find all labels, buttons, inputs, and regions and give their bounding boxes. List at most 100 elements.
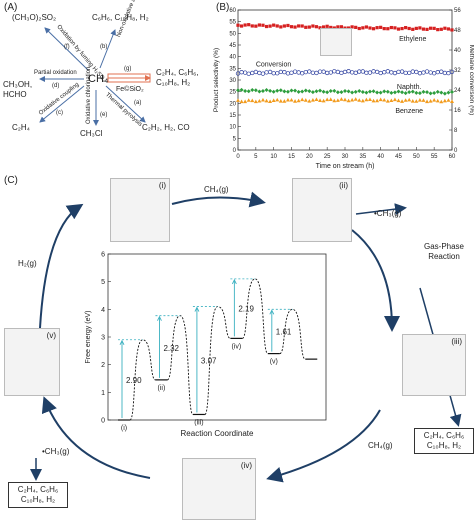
data-point (435, 69, 440, 75)
x-tick-label: 25 (324, 154, 331, 160)
data-point (446, 70, 451, 76)
route-a-letter: (a) (134, 100, 142, 106)
series-label: Conversion (256, 62, 292, 69)
product-line: C₁₀H₈, H₂ (426, 441, 462, 450)
data-point (432, 71, 437, 76)
data-point (264, 70, 269, 75)
data-point (271, 71, 276, 76)
y2-tick-label: 8 (454, 128, 458, 134)
data-point (396, 89, 401, 94)
data-point (364, 25, 368, 29)
energy-y-tick-label: 2 (101, 362, 105, 369)
route-c-letter: (c) (56, 110, 63, 116)
energy-y-tick-label: 0 (101, 418, 105, 425)
energy-y-tick-label: 4 (101, 307, 105, 314)
data-point (386, 27, 390, 31)
data-point (246, 71, 251, 76)
state-label: (ii) (158, 385, 166, 392)
data-point (410, 99, 415, 103)
data-point (286, 23, 290, 28)
data-point (279, 25, 283, 29)
data-point (435, 98, 440, 103)
transition-curve (279, 308, 306, 360)
data-point (325, 97, 330, 102)
barrier-arrowhead (231, 278, 237, 285)
data-point (275, 71, 280, 76)
data-point (367, 70, 373, 75)
y2-tick-label: 24 (454, 88, 461, 94)
data-point (239, 99, 244, 104)
ch4-bottom-label: CH₄(g) (368, 441, 393, 450)
data-point (346, 89, 351, 94)
data-point (385, 69, 390, 74)
data-point (396, 69, 401, 74)
data-point (285, 97, 290, 102)
data-point (311, 24, 315, 28)
data-point (257, 70, 262, 76)
series-conversion (235, 69, 455, 76)
data-point (346, 69, 351, 74)
data-point (414, 99, 419, 103)
y-tick-label: 15 (229, 113, 236, 119)
panel-c: (i) (ii) (iii) (iv) (v) CH₄(g) CH₄(g) H₂… (0, 178, 474, 520)
data-point (371, 69, 376, 74)
data-point (339, 90, 344, 95)
data-point (239, 24, 244, 28)
data-point (317, 69, 323, 74)
data-point (343, 88, 347, 93)
product-e: CH₃Cl (80, 129, 103, 138)
y2-tick-label: 40 (454, 48, 461, 54)
data-point (403, 91, 408, 96)
data-point (289, 25, 294, 29)
data-point (450, 99, 454, 103)
barrier-arrowhead (269, 309, 275, 315)
data-point (392, 70, 398, 76)
series-label: Benzene (395, 108, 423, 115)
data-point (282, 69, 287, 75)
data-point (339, 70, 344, 76)
data-point (360, 69, 365, 74)
y-tick-label: 25 (229, 90, 236, 96)
data-point (417, 71, 423, 76)
data-point (303, 98, 308, 102)
data-point (410, 69, 415, 74)
data-point (410, 89, 415, 94)
data-point (289, 70, 294, 75)
data-point (261, 23, 265, 27)
data-point (275, 24, 279, 28)
data-point (389, 25, 393, 30)
data-point (403, 98, 408, 102)
data-point (314, 25, 319, 29)
data-point (421, 70, 426, 75)
barrier-arrowhead (119, 339, 125, 345)
route-d-letter: (d) (52, 83, 60, 89)
data-point (417, 98, 422, 102)
data-point (328, 97, 333, 102)
data-point (243, 99, 248, 104)
data-point (310, 98, 315, 102)
data-point (300, 89, 305, 94)
x-tick-label: 5 (254, 154, 258, 160)
data-point (371, 27, 376, 31)
data-point (418, 26, 422, 30)
data-point (328, 70, 333, 75)
route-e-label: Oxidative chlorination (86, 66, 92, 124)
products-box-right: C₂H₄, C₆H₆ C₁₀H₈, H₂ (414, 428, 474, 454)
data-point (361, 26, 365, 30)
data-point (350, 25, 354, 29)
route-g-label: Fe©SiO₂ (116, 86, 144, 93)
data-point (346, 98, 351, 103)
y-tick-label: 55 (229, 20, 236, 26)
data-point (411, 27, 415, 31)
data-point (335, 98, 340, 102)
data-point (446, 90, 451, 95)
data-point (275, 97, 280, 102)
data-point (296, 89, 301, 94)
data-point (285, 89, 290, 94)
data-point (332, 88, 337, 93)
data-point (439, 99, 444, 104)
ch4-top-label: CH₄(g) (204, 185, 229, 194)
x-tick-label: 20 (306, 154, 313, 160)
data-point (314, 70, 319, 76)
